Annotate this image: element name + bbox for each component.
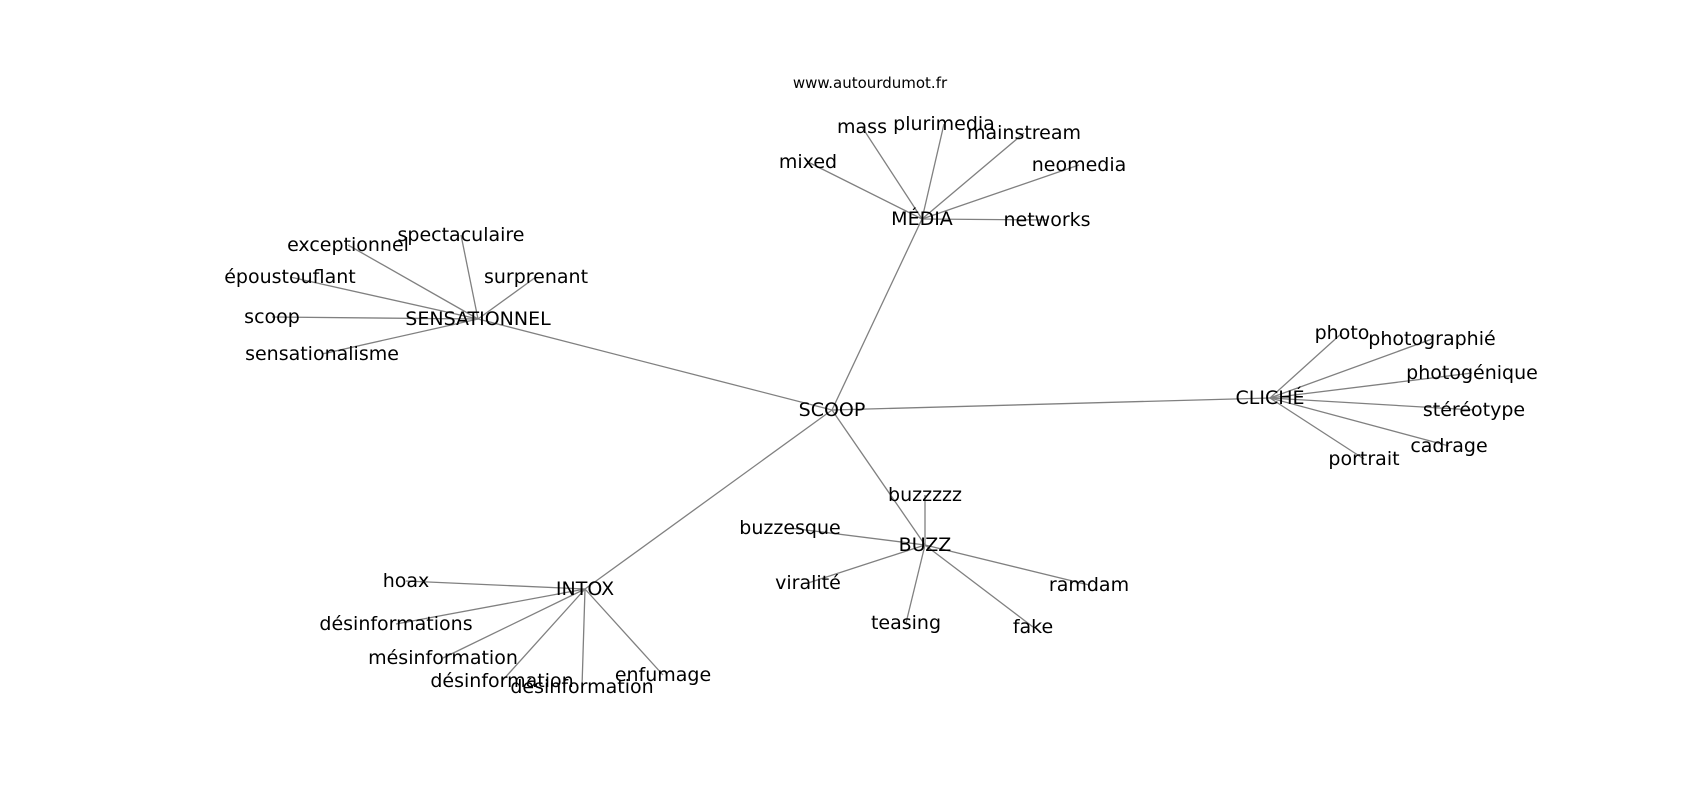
edge-buzz-teasing — [905, 544, 926, 624]
edge-root-media — [831, 218, 923, 411]
edge-sensationnel-sensationalisme — [321, 318, 479, 355]
edge-intox-mesinformation — [442, 588, 586, 659]
word-node-viralite: viralité — [775, 572, 841, 594]
edge-media-mainstream — [921, 132, 1025, 220]
edge-root-intox — [584, 409, 833, 590]
word-node-desinformation: désinformation — [510, 676, 653, 698]
edge-cliche-portrait — [1269, 397, 1365, 460]
edge-intox-desinformation — [581, 588, 586, 688]
word-node-spectaculaire: spectaculaire — [398, 224, 525, 246]
edge-media-neomedia — [921, 164, 1080, 220]
word-node-portrait: portrait — [1328, 448, 1399, 470]
word-node-scoop: scoop — [244, 306, 300, 328]
edge-root-cliche — [831, 397, 1271, 411]
edge-cliche-stereotype — [1269, 397, 1475, 411]
edge-sensationnel-scoop — [271, 316, 479, 320]
word-node-mainstream: mainstream — [967, 122, 1081, 144]
hub-node-media: MÉDIA — [891, 207, 953, 230]
root-node-label: SCOOP — [799, 399, 866, 421]
hub-node-sensationnel: SENSATIONNEL — [405, 308, 551, 330]
word-node-surprenant: surprenant — [484, 266, 588, 288]
word-node-desinformations: désinformations — [319, 613, 472, 635]
edge-sensationnel-epoustouflant — [289, 276, 479, 320]
word-node-neomedia: neomedia — [1032, 154, 1127, 176]
word-node-cadrage: cadrage — [1410, 435, 1487, 457]
edge-cliche-cadrage — [1269, 397, 1450, 447]
edge-sensationnel-exceptionnel — [347, 244, 479, 320]
word-node-buzzesque: buzzesque — [739, 517, 840, 539]
word-node-buzzzzz: buzzzzz — [888, 484, 962, 506]
word-node-desinformation: désinformation — [430, 670, 573, 692]
edge-cliche-photographie — [1269, 338, 1433, 399]
word-node-networks: networks — [1003, 209, 1090, 231]
word-node-teasing: teasing — [871, 612, 941, 634]
word-node-exceptionnel: exceptionnel — [287, 234, 409, 256]
edge-intox-desinformations — [395, 588, 586, 625]
word-node-epoustouflant: époustouflant — [224, 266, 356, 288]
hub-node-buzz: BUZZ — [899, 534, 952, 556]
watermark: www.autourdumot.fr — [793, 74, 948, 92]
edge-buzz-viralite — [807, 544, 926, 584]
edge-intox-enfumage — [584, 588, 664, 676]
edge-media-mass — [861, 126, 923, 220]
edge-buzz-fake — [924, 544, 1034, 628]
edge-buzz-buzzesque — [789, 527, 926, 546]
word-node-fake: fake — [1013, 616, 1053, 638]
word-node-photogenique: photogénique — [1406, 362, 1538, 384]
word-node-mixed: mixed — [779, 151, 837, 173]
edge-intox-hoax — [405, 580, 586, 590]
graph-edges — [271, 123, 1475, 688]
hub-node-cliche: CLICHÉ — [1235, 386, 1304, 409]
edge-sensationnel-surprenant — [477, 276, 537, 320]
word-node-ramdam: ramdam — [1049, 574, 1129, 596]
word-node-mass: mass — [837, 116, 887, 138]
edge-root-buzz — [831, 409, 926, 546]
edge-media-networks — [921, 218, 1048, 221]
word-node-photographie: photographié — [1368, 328, 1495, 350]
edge-media-mixed — [807, 161, 923, 220]
edge-buzz-ramdam — [924, 544, 1090, 586]
edge-root-sensationnel — [477, 318, 833, 411]
edge-cliche-photogenique — [1269, 372, 1473, 399]
word-node-photo: photo — [1315, 322, 1370, 344]
word-node-mesinformation: mésinformation — [368, 647, 518, 669]
edge-media-plurimedia — [921, 123, 945, 220]
edge-sensationnel-spectaculaire — [460, 234, 479, 320]
word-node-sensationalisme: sensationalisme — [245, 343, 399, 365]
edge-cliche-photo — [1269, 332, 1343, 399]
hub-node-intox: INTOX — [556, 578, 614, 600]
word-node-hoax: hoax — [383, 570, 430, 592]
edge-intox-desinformation — [501, 588, 586, 682]
word-node-enfumage: enfumage — [615, 664, 711, 686]
word-node-plurimedia: plurimedia — [893, 113, 995, 135]
word-node-stereotype: stéréotype — [1423, 399, 1525, 421]
